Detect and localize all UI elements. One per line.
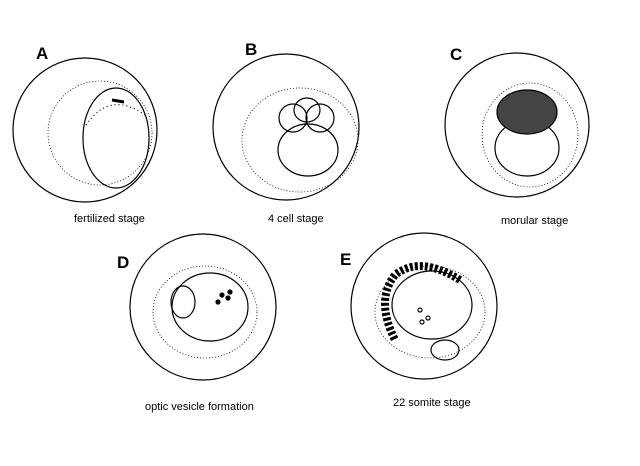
panel-label-b: B: [245, 40, 258, 59]
caption-4-cell: 4 cell stage: [268, 213, 324, 225]
panel-label-d: D: [117, 253, 130, 272]
embryo-22-somite: [350, 232, 498, 380]
panel-label-e: E: [340, 250, 352, 269]
embryo-optic-vesicle: [129, 233, 277, 381]
panel-label-a: A: [36, 44, 49, 63]
embryo-fertilized: [12, 57, 158, 203]
caption-morular: morular stage: [501, 215, 569, 227]
caption-22-somite: 22 somite stage: [393, 397, 471, 409]
caption-optic-vesicle: optic vesicle formation: [145, 401, 254, 413]
caption-fertilized: fertilized stage: [74, 213, 145, 225]
panel-label-c: C: [450, 45, 463, 64]
embryo-4-cell: [212, 53, 360, 201]
embryo-morula: [444, 52, 590, 198]
